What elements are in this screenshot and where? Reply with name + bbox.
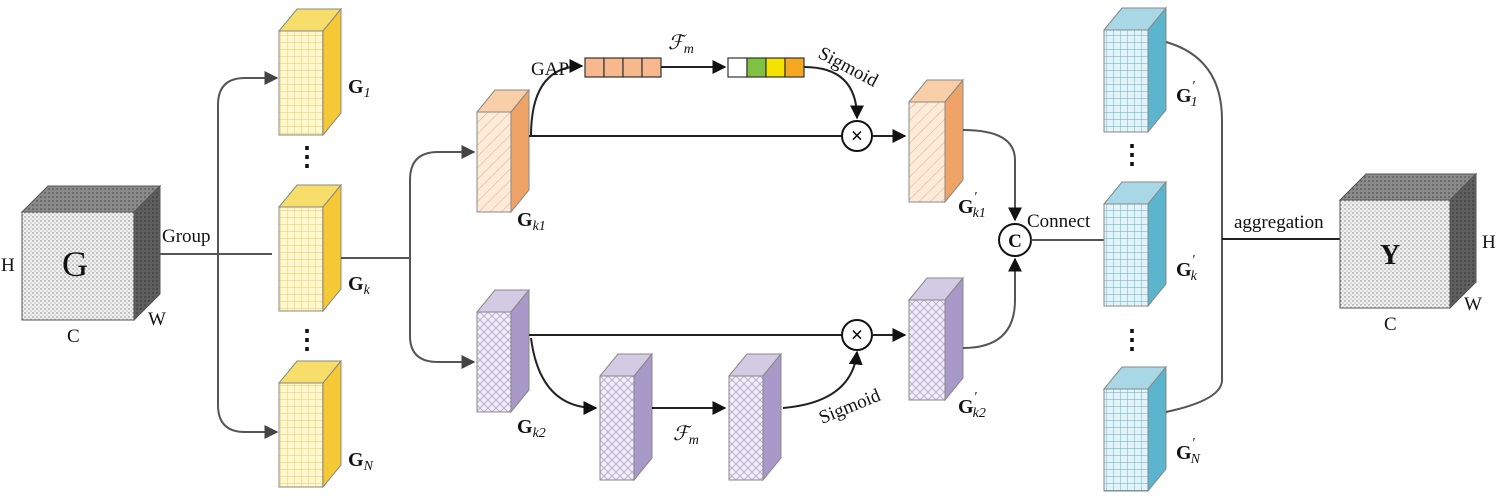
output-c-label: C [1384,314,1397,335]
gap-arrow [530,59,584,137]
connect-label: Connect [1027,211,1091,232]
slab-gk2-mid-a [598,352,654,482]
slab-gk2-prime [907,276,965,402]
group-slab-gn [277,359,343,489]
output-slab-gnp [1102,365,1168,493]
label-gk1-prime: G′k1 [958,190,986,221]
multiply-node-top: × [841,120,873,152]
pooled-vector [584,57,662,78]
output-cube-letter: Y [1380,240,1400,271]
label-gk1: Gk1 [517,209,546,234]
input-cube [20,184,162,322]
group-label: Group [162,226,211,247]
sigmoid-bottom-arrow [782,350,863,409]
split-branch-top [409,145,476,258]
label-gk: Gk [348,273,371,298]
label-gkp: G′k [1176,253,1198,284]
sigmoid-bottom-label: Sigmoid [816,385,884,429]
connect-node: C [998,223,1032,257]
group-branch-top [217,71,279,254]
input-cube-letter: G [62,244,88,284]
aggregation-label: aggregation [1234,212,1324,233]
fm-top-label: ℱm [668,32,694,57]
gap-label: GAP [531,59,569,80]
svg-text:×: × [851,322,864,347]
svg-text:×: × [851,123,864,148]
label-gk2-prime: G′k2 [958,390,986,421]
group-slab-g1 [277,7,343,137]
slab-gk2-mid-b [727,352,783,482]
sigmoid-top-arrow [803,66,864,120]
slab-gk1 [475,88,531,214]
group-dots-lower: ⋮ [294,325,320,354]
output-slab-gkp [1102,180,1168,308]
output-h-label: H [1482,232,1496,253]
slab-gk2 [475,288,531,414]
label-g1p: G′1 [1176,79,1198,110]
label-gnp: G′N [1176,436,1201,467]
slab-gk1-prime [907,78,965,204]
group-branch-bottom [217,254,279,439]
output-w-label: W [1464,294,1482,315]
split-branch-bottom [409,258,476,369]
output-slab-g1p [1102,6,1168,134]
gk1p-to-connect [962,129,1022,222]
input-w-label: W [148,309,166,330]
group-dots-upper: ⋮ [294,142,320,171]
label-gn: GN [348,449,374,474]
fm-bottom-label: ℱm [673,423,699,448]
gk2p-to-connect [962,257,1022,349]
output-cube [1338,172,1478,310]
input-h-label: H [1,255,15,276]
aggregation-bracket [1165,41,1223,413]
input-c-label: C [67,326,80,347]
group-slab-gk [277,183,343,313]
output-dots-lower: ⋮ [1119,325,1145,354]
weight-vector [727,57,805,78]
output-dots-upper: ⋮ [1119,140,1145,169]
multiply-node-bottom: × [841,319,873,351]
label-gk2: Gk2 [517,416,546,441]
svg-text:C: C [1008,231,1022,252]
label-g1: G1 [348,76,371,101]
gk2-to-conv-arrow [530,337,598,415]
